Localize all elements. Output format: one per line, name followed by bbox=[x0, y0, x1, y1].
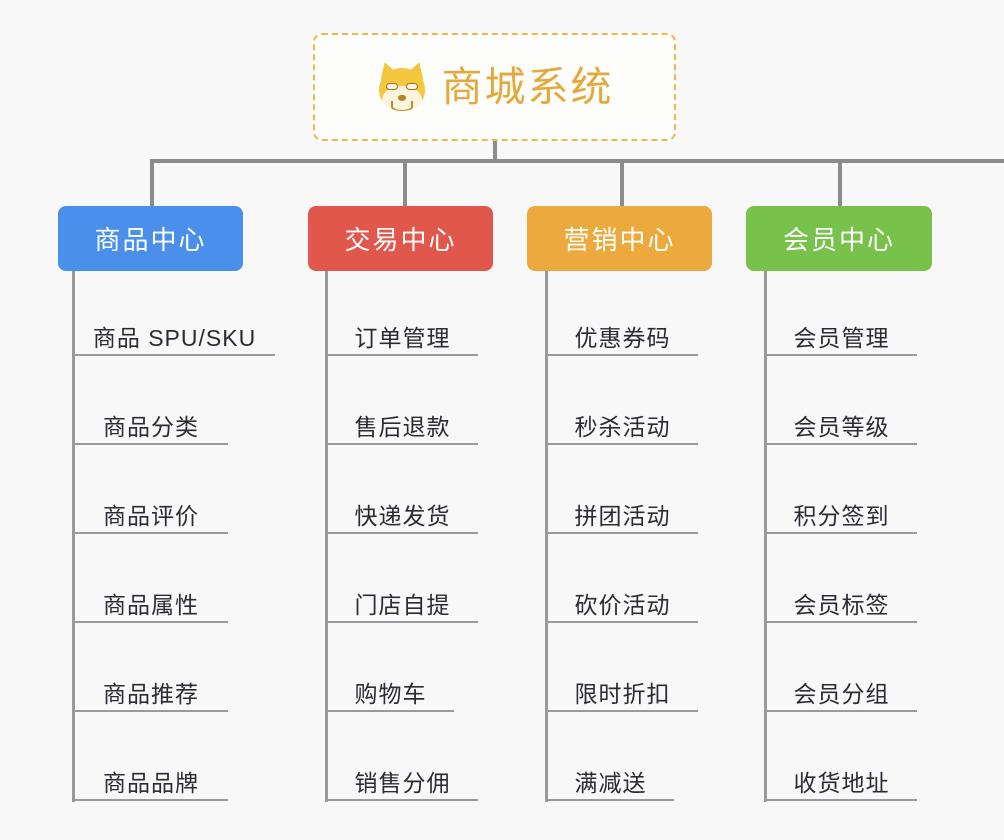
leaf-item[interactable]: 积分签到 bbox=[766, 490, 917, 534]
leaf-item[interactable]: 快递发货 bbox=[327, 490, 478, 534]
category-header-营销中心[interactable]: 营销中心 bbox=[527, 206, 712, 271]
leaf-label: 商品属性 bbox=[103, 591, 199, 618]
category-header-label: 交易中心 bbox=[344, 225, 457, 255]
leaf-label: 会员标签 bbox=[793, 591, 890, 618]
leaf-item[interactable]: 优惠券码 bbox=[547, 312, 698, 356]
column-trunk-1 bbox=[72, 271, 75, 802]
category-header-label: 商品中心 bbox=[94, 225, 207, 255]
leaf-item[interactable]: 订单管理 bbox=[327, 312, 478, 356]
leaf-label: 收货地址 bbox=[793, 769, 890, 796]
category-header-交易中心[interactable]: 交易中心 bbox=[308, 206, 493, 271]
shiba-inu-dog-face-icon bbox=[375, 59, 428, 113]
leaf-item[interactable]: 会员等级 bbox=[766, 401, 917, 445]
leaf-label: 商品推荐 bbox=[103, 680, 199, 707]
leaf-label: 门店自提 bbox=[354, 591, 451, 618]
leaf-label: 订单管理 bbox=[354, 324, 451, 351]
horizontal-bus-connector bbox=[150, 159, 1004, 163]
leaf-label: 限时折扣 bbox=[574, 680, 671, 707]
leaf-label: 快递发货 bbox=[354, 502, 451, 529]
drop-connector-2 bbox=[403, 159, 407, 207]
leaf-label: 秒杀活动 bbox=[574, 413, 671, 440]
leaf-item[interactable]: 会员管理 bbox=[766, 312, 917, 356]
drop-connector-4 bbox=[838, 159, 842, 207]
leaf-item[interactable]: 满减送 bbox=[547, 757, 674, 801]
leaf-label: 商品分类 bbox=[103, 413, 199, 440]
leaf-item[interactable]: 收货地址 bbox=[766, 757, 917, 801]
category-header-会员中心[interactable]: 会员中心 bbox=[746, 206, 932, 271]
leaf-item[interactable]: 拼团活动 bbox=[547, 490, 698, 534]
leaf-item[interactable]: 商品推荐 bbox=[74, 668, 228, 712]
leaf-item[interactable]: 秒杀活动 bbox=[547, 401, 698, 445]
leaf-label: 售后退款 bbox=[354, 413, 451, 440]
leaf-item[interactable]: 门店自提 bbox=[327, 579, 478, 623]
root-node[interactable]: 商城系统 bbox=[313, 33, 676, 141]
leaf-item[interactable]: 限时折扣 bbox=[547, 668, 698, 712]
leaf-item[interactable]: 会员标签 bbox=[766, 579, 917, 623]
leaf-item[interactable]: 商品分类 bbox=[74, 401, 228, 445]
leaf-item[interactable]: 会员分组 bbox=[766, 668, 917, 712]
leaf-label: 商品品牌 bbox=[103, 769, 199, 796]
leaf-label: 商品评价 bbox=[103, 502, 199, 529]
leaf-item[interactable]: 商品属性 bbox=[74, 579, 228, 623]
drop-connector-1 bbox=[150, 159, 154, 207]
column-trunk-2 bbox=[325, 271, 328, 802]
leaf-item[interactable]: 销售分佣 bbox=[327, 757, 478, 801]
column-trunk-4 bbox=[764, 271, 767, 802]
leaf-item[interactable]: 商品品牌 bbox=[74, 757, 228, 801]
leaf-label: 商品 SPU/SKU bbox=[92, 324, 257, 351]
leaf-item[interactable]: 商品评价 bbox=[74, 490, 228, 534]
leaf-item[interactable]: 商品 SPU/SKU bbox=[74, 312, 275, 356]
leaf-label: 满减送 bbox=[574, 769, 647, 796]
leaf-label: 购物车 bbox=[354, 680, 427, 707]
category-header-商品中心[interactable]: 商品中心 bbox=[58, 206, 243, 271]
leaf-label: 优惠券码 bbox=[574, 324, 671, 351]
column-trunk-3 bbox=[545, 271, 548, 802]
leaf-label: 拼团活动 bbox=[574, 502, 671, 529]
category-header-label: 营销中心 bbox=[563, 225, 676, 255]
leaf-label: 会员分组 bbox=[793, 680, 890, 707]
root-stem-connector bbox=[493, 141, 497, 163]
drop-connector-3 bbox=[620, 159, 624, 207]
leaf-item[interactable]: 购物车 bbox=[327, 668, 454, 712]
leaf-label: 会员等级 bbox=[793, 413, 890, 440]
root-title: 商城系统 bbox=[441, 63, 614, 110]
category-header-label: 会员中心 bbox=[782, 225, 895, 255]
leaf-label: 会员管理 bbox=[793, 324, 890, 351]
leaf-label: 砍价活动 bbox=[574, 591, 671, 618]
leaf-label: 销售分佣 bbox=[354, 769, 451, 796]
leaf-item[interactable]: 砍价活动 bbox=[547, 579, 698, 623]
leaf-item[interactable]: 售后退款 bbox=[327, 401, 478, 445]
leaf-label: 积分签到 bbox=[793, 502, 890, 529]
